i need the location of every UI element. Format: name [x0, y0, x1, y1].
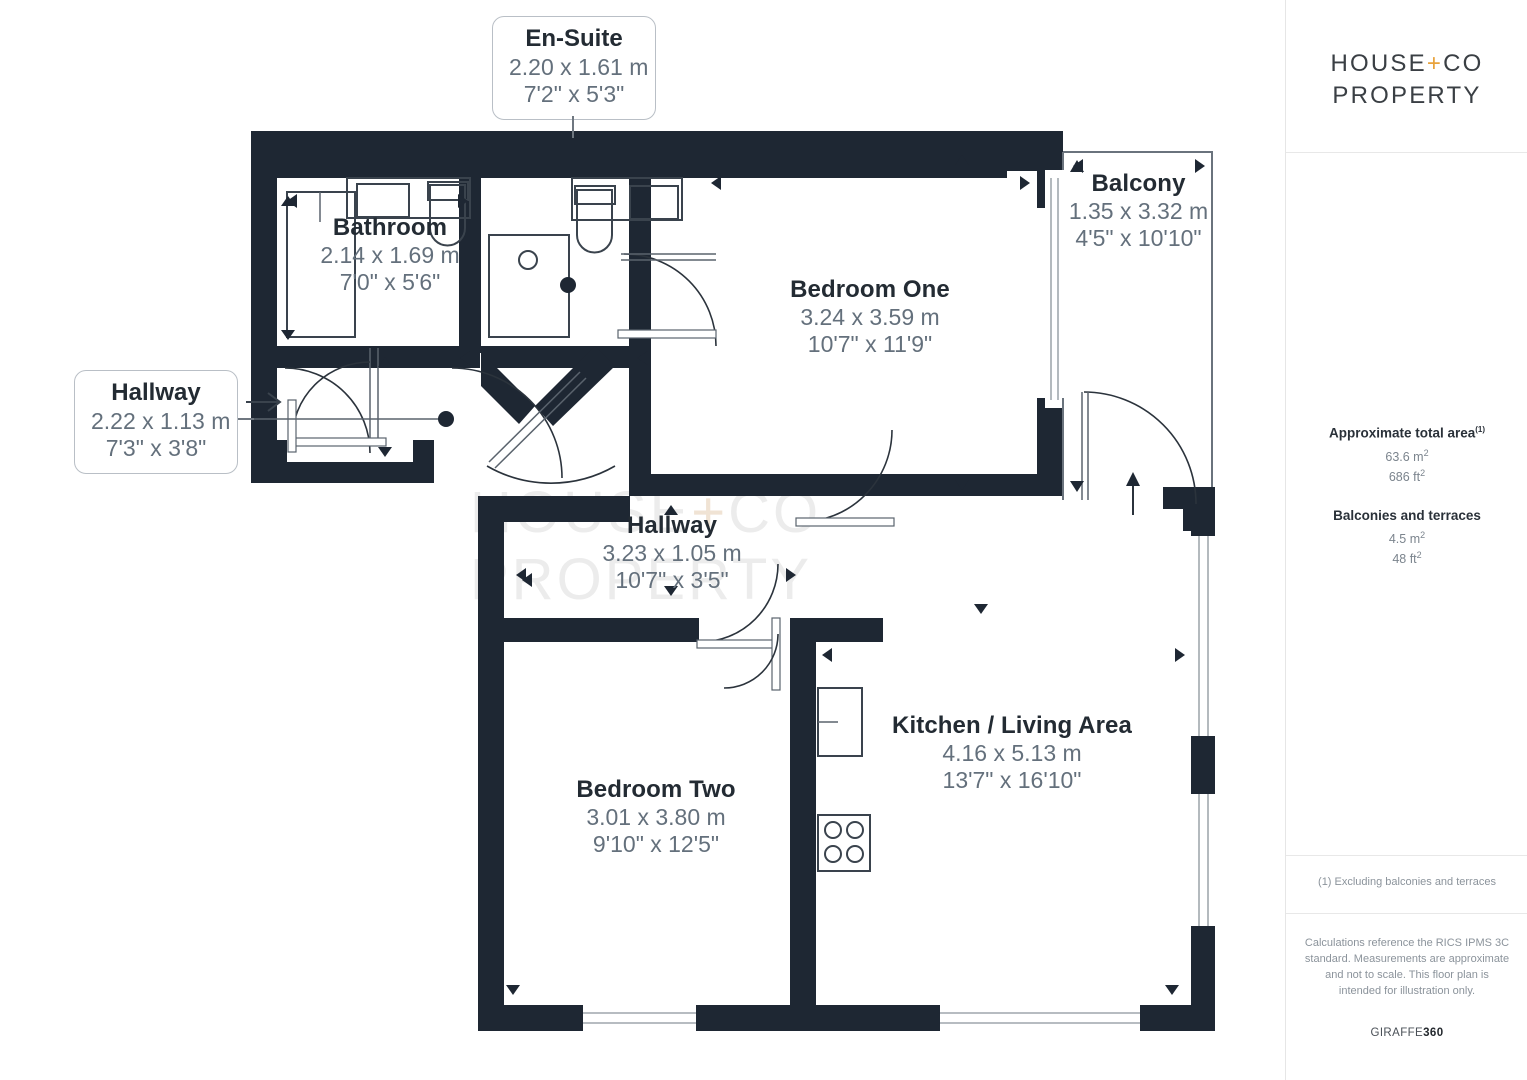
balcony-area-ft2: 48 ft2	[1392, 550, 1422, 567]
room-name: En-Suite	[525, 25, 623, 52]
totals-spacer	[1286, 488, 1527, 508]
balcony-area-m2: 4.5 m2	[1388, 529, 1426, 546]
area-footnote: (1) Excluding balconies and terraces	[1318, 876, 1496, 888]
balcony-area-heading: Balconies and terraces	[1333, 507, 1481, 523]
floor-plan-canvas: HOUSE+CO PROPERTY .wall { fill:#1e2733; …	[74, 16, 1215, 1031]
brand-logo: HOUSE+CO PROPERTY	[1286, 48, 1527, 111]
room-imperial: 7'2" x 5'3"	[523, 81, 625, 108]
room-imperial: 7'3" x 3'8"	[105, 435, 207, 462]
floor-plan-drawing: .wall { fill:#1e2733; } .fix { fill:none…	[246, 131, 1215, 1031]
total-area-ft2: 686 ft2	[1388, 468, 1426, 485]
disclaimer-text: Calculations reference the RICS IPMS 3C …	[1304, 937, 1510, 997]
leader-line-en-suite	[572, 116, 574, 138]
brand-plus-icon: +	[1426, 50, 1444, 77]
total-area-heading: Approximate total area(1)	[1328, 425, 1486, 441]
room-label-hallway-entrance: Hallway 2.22 x 1.13 m 7'3" x 3'8"	[74, 370, 238, 474]
entrance-arrow-icon	[246, 392, 282, 412]
room-metric: 2.20 x 1.61 m	[509, 53, 649, 80]
brand-line-1: HOUSE+CO	[1330, 50, 1484, 77]
room-label-en-suite: En-Suite 2.20 x 1.61 m 7'2" x 5'3"	[492, 16, 656, 120]
room-metric: 2.22 x 1.13 m	[91, 407, 231, 434]
brand-line-2: PROPERTY	[1332, 81, 1482, 109]
sidebar-divider-disclaimer	[1286, 913, 1527, 914]
sidebar-divider-footnote	[1286, 855, 1527, 856]
total-area-m2: 63.6 m2	[1385, 447, 1429, 464]
sidebar-divider-top	[1286, 152, 1527, 153]
giraffe360-logo: GIRAFFE360	[1370, 1027, 1444, 1039]
area-totals: Approximate total area(1) 63.6 m2 686 ft…	[1286, 425, 1527, 570]
room-name: Hallway	[111, 379, 201, 406]
leader-line-hallway-entrance	[238, 418, 254, 420]
info-sidebar: HOUSE+CO PROPERTY Approximate total area…	[1285, 0, 1527, 1080]
balcony-entry-arrow-icon	[1126, 472, 1140, 515]
